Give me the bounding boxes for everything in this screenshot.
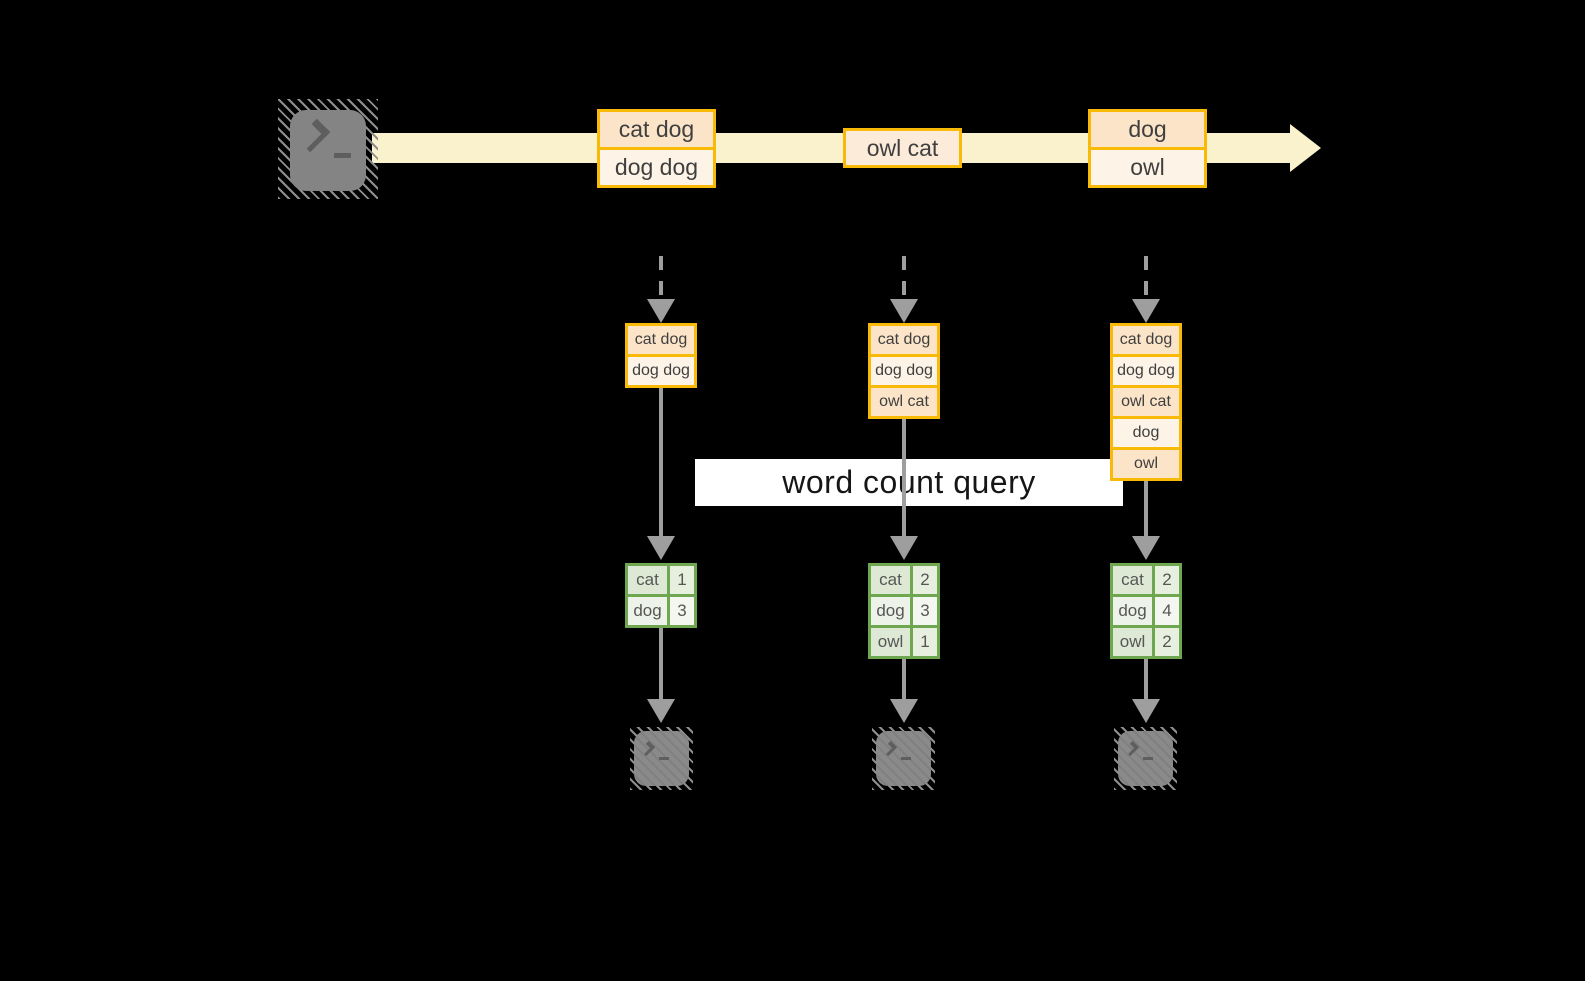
terminal-cursor-icon: [901, 757, 911, 760]
connector-arrow-head: [890, 536, 918, 560]
event-line: dog: [1091, 112, 1204, 147]
count-cell: 1: [670, 566, 694, 594]
terminal-screen: [1118, 731, 1173, 786]
terminal-screen: [634, 731, 689, 786]
connector-line: [659, 387, 663, 537]
batch-dashed-arrow-line: [902, 256, 906, 302]
batch-dashed-arrow-head: [890, 299, 918, 323]
connector-line: [902, 659, 906, 700]
connector-arrow-head: [647, 536, 675, 560]
terminal-cursor-icon: [1143, 757, 1153, 760]
connector-arrow-head: [1132, 536, 1160, 560]
table-row: cat 2: [1113, 566, 1179, 594]
table-row: dog 3: [871, 594, 937, 625]
terminal-cursor-icon: [659, 757, 669, 760]
micro-batch-3: cat dog dog dog owl cat dog owl: [1110, 323, 1182, 481]
batch-line: dog dog: [1113, 354, 1179, 385]
connector-arrow-head: [890, 699, 918, 723]
word-cell: owl: [871, 628, 913, 656]
count-cell: 4: [1155, 597, 1179, 625]
event-line: owl cat: [846, 131, 959, 165]
event-line: cat dog: [600, 112, 713, 147]
result-table-3: cat 2 dog 4 owl 2: [1110, 563, 1182, 659]
table-row: cat 2: [871, 566, 937, 594]
batch-line: cat dog: [871, 326, 937, 354]
event-box-3: dog owl: [1088, 109, 1207, 188]
terminal-prompt-icon: [881, 740, 898, 757]
connector-line: [1144, 479, 1148, 537]
batch-line: dog: [1113, 416, 1179, 447]
event-box-2: owl cat: [843, 128, 962, 168]
sink-terminal-icon-1: [630, 727, 693, 790]
producer-terminal-icon: [278, 99, 378, 199]
batch-line: owl cat: [871, 385, 937, 416]
terminal-screen: [290, 110, 366, 191]
word-count-query-label: word count query: [695, 459, 1123, 506]
connector-line: [1144, 659, 1148, 700]
count-cell: 1: [913, 628, 937, 656]
table-row: dog 4: [1113, 594, 1179, 625]
batch-line: dog dog: [628, 354, 694, 385]
micro-batch-1: cat dog dog dog: [625, 323, 697, 388]
word-cell: cat: [871, 566, 913, 594]
table-row: dog 3: [628, 594, 694, 625]
stream-arrowhead: [1290, 124, 1321, 172]
terminal-cursor-icon: [334, 153, 351, 158]
word-cell: dog: [1113, 597, 1155, 625]
count-cell: 2: [1155, 566, 1179, 594]
terminal-prompt-icon: [639, 740, 656, 757]
connector-arrow-head: [1132, 699, 1160, 723]
connector-arrow-head: [647, 699, 675, 723]
word-cell: dog: [871, 597, 913, 625]
event-box-1: cat dog dog dog: [597, 109, 716, 188]
word-cell: owl: [1113, 628, 1155, 656]
count-cell: 3: [913, 597, 937, 625]
terminal-prompt-icon: [296, 118, 331, 153]
connector-line: [659, 628, 663, 700]
batch-dashed-arrow-head: [647, 299, 675, 323]
count-cell: 2: [913, 566, 937, 594]
count-cell: 2: [1155, 628, 1179, 656]
sink-terminal-icon-3: [1114, 727, 1177, 790]
result-table-2: cat 2 dog 3 owl 1: [868, 563, 940, 659]
table-row: owl 1: [871, 625, 937, 656]
batch-line: cat dog: [628, 326, 694, 354]
result-table-1: cat 1 dog 3: [625, 563, 697, 628]
terminal-screen: [876, 731, 931, 786]
count-cell: 3: [670, 597, 694, 625]
event-line: owl: [1091, 147, 1204, 185]
micro-batch-2: cat dog dog dog owl cat: [868, 323, 940, 419]
word-cell: dog: [628, 597, 670, 625]
word-cell: cat: [1113, 566, 1155, 594]
batch-dashed-arrow-line: [1144, 256, 1148, 302]
terminal-prompt-icon: [1123, 740, 1140, 757]
word-cell: cat: [628, 566, 670, 594]
batch-line: dog dog: [871, 354, 937, 385]
batch-dashed-arrow-line: [659, 256, 663, 302]
connector-line: [902, 417, 906, 537]
table-row: cat 1: [628, 566, 694, 594]
sink-terminal-icon-2: [872, 727, 935, 790]
batch-line: owl: [1113, 447, 1179, 478]
batch-dashed-arrow-head: [1132, 299, 1160, 323]
table-row: owl 2: [1113, 625, 1179, 656]
batch-line: cat dog: [1113, 326, 1179, 354]
event-line: dog dog: [600, 147, 713, 185]
batch-line: owl cat: [1113, 385, 1179, 416]
